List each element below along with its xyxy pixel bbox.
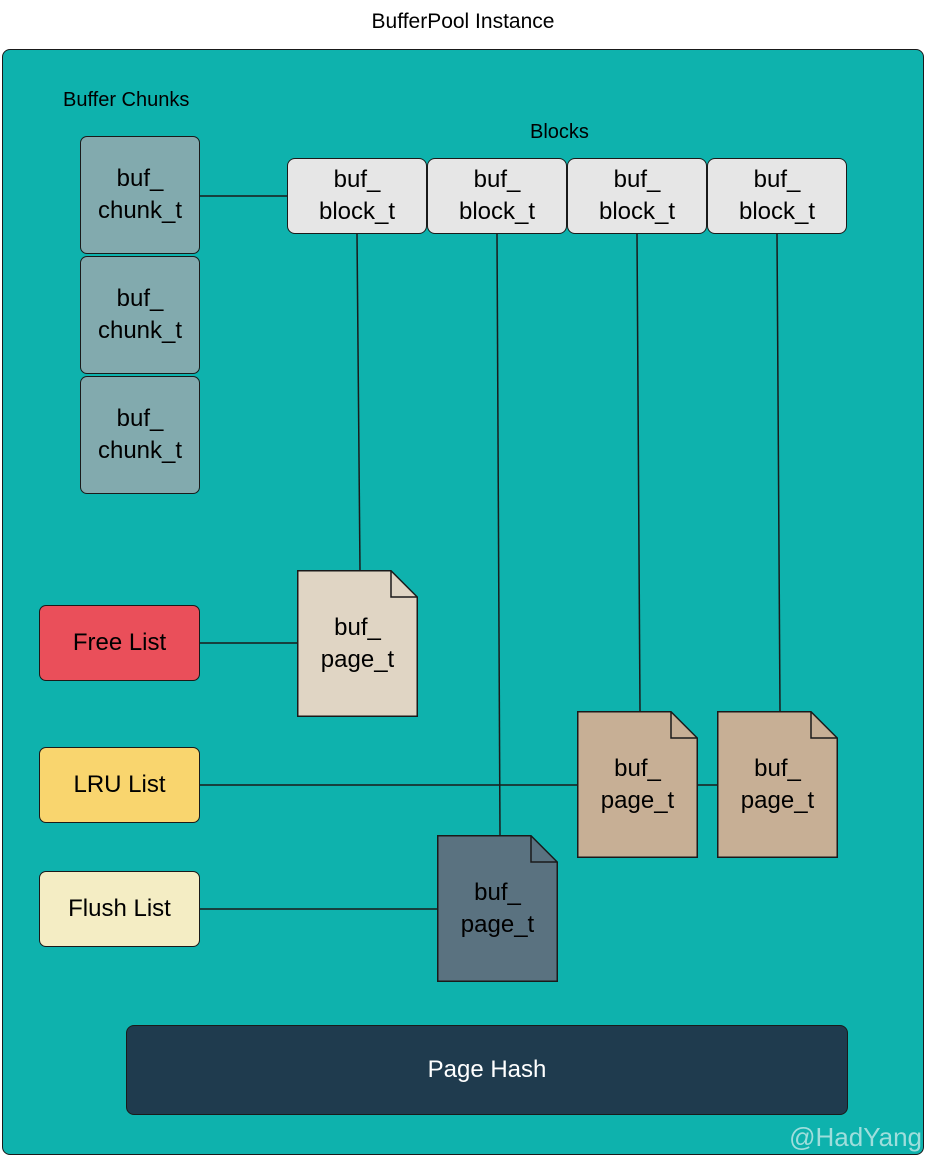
block-3-page-connector [636, 233, 641, 712]
document-icon [577, 711, 698, 858]
buf-chunk-label: buf_ chunk_t [97, 405, 183, 464]
document-icon [297, 570, 418, 717]
buf-chunk-label: buf_ chunk_t [97, 165, 183, 224]
buf-block-box: buf_ block_t [287, 158, 427, 234]
buffer-chunks-label: Buffer Chunks [63, 89, 190, 111]
flush-page-document: buf_ page_t [437, 835, 558, 982]
buf-chunk-box: buf_ chunk_t [80, 136, 200, 254]
buf-chunk-box: buf_ chunk_t [80, 256, 200, 374]
free-list-label: Free List [72, 629, 167, 656]
buf-block-box: buf_ block_t [707, 158, 847, 234]
lru-page-document: buf_ page_t [717, 711, 838, 858]
buf-chunk-label: buf_ chunk_t [97, 285, 183, 344]
watermark: @HadYang [789, 1122, 922, 1152]
buf-block-box: buf_ block_t [427, 158, 567, 234]
buf-block-label: buf_ block_t [598, 166, 676, 225]
blocks-label: Blocks [530, 121, 589, 143]
block-1-page-connector [356, 233, 361, 572]
free-page-document: buf_ page_t [297, 570, 418, 717]
buf-block-label: buf_ block_t [458, 166, 536, 225]
lru-list-label: LRU List [73, 771, 166, 798]
document-icon [437, 835, 558, 982]
lru-list-box: LRU List [39, 747, 200, 823]
block-4-page-connector [776, 233, 781, 712]
buf-page-label: buf_ page_t [600, 754, 675, 814]
buf-block-label: buf_ block_t [318, 166, 396, 225]
flush-list-label: Flush List [68, 895, 171, 922]
block-2-page-connector [496, 233, 501, 837]
diagram-title: BufferPool Instance [371, 10, 555, 33]
page-hash-label: Page Hash [427, 1056, 547, 1083]
buf-chunk-box: buf_ chunk_t [80, 376, 200, 494]
buf-block-box: buf_ block_t [567, 158, 707, 234]
buf-page-label: buf_ page_t [740, 754, 815, 814]
buf-page-label: buf_ page_t [460, 878, 535, 938]
buf-block-label: buf_ block_t [738, 166, 816, 225]
free-list-box: Free List [39, 605, 200, 681]
buf-page-label: buf_ page_t [320, 613, 395, 673]
document-icon [717, 711, 838, 858]
lru-page-document: buf_ page_t [577, 711, 698, 858]
page-hash-box: Page Hash [126, 1025, 848, 1115]
flush-list-box: Flush List [39, 871, 200, 947]
